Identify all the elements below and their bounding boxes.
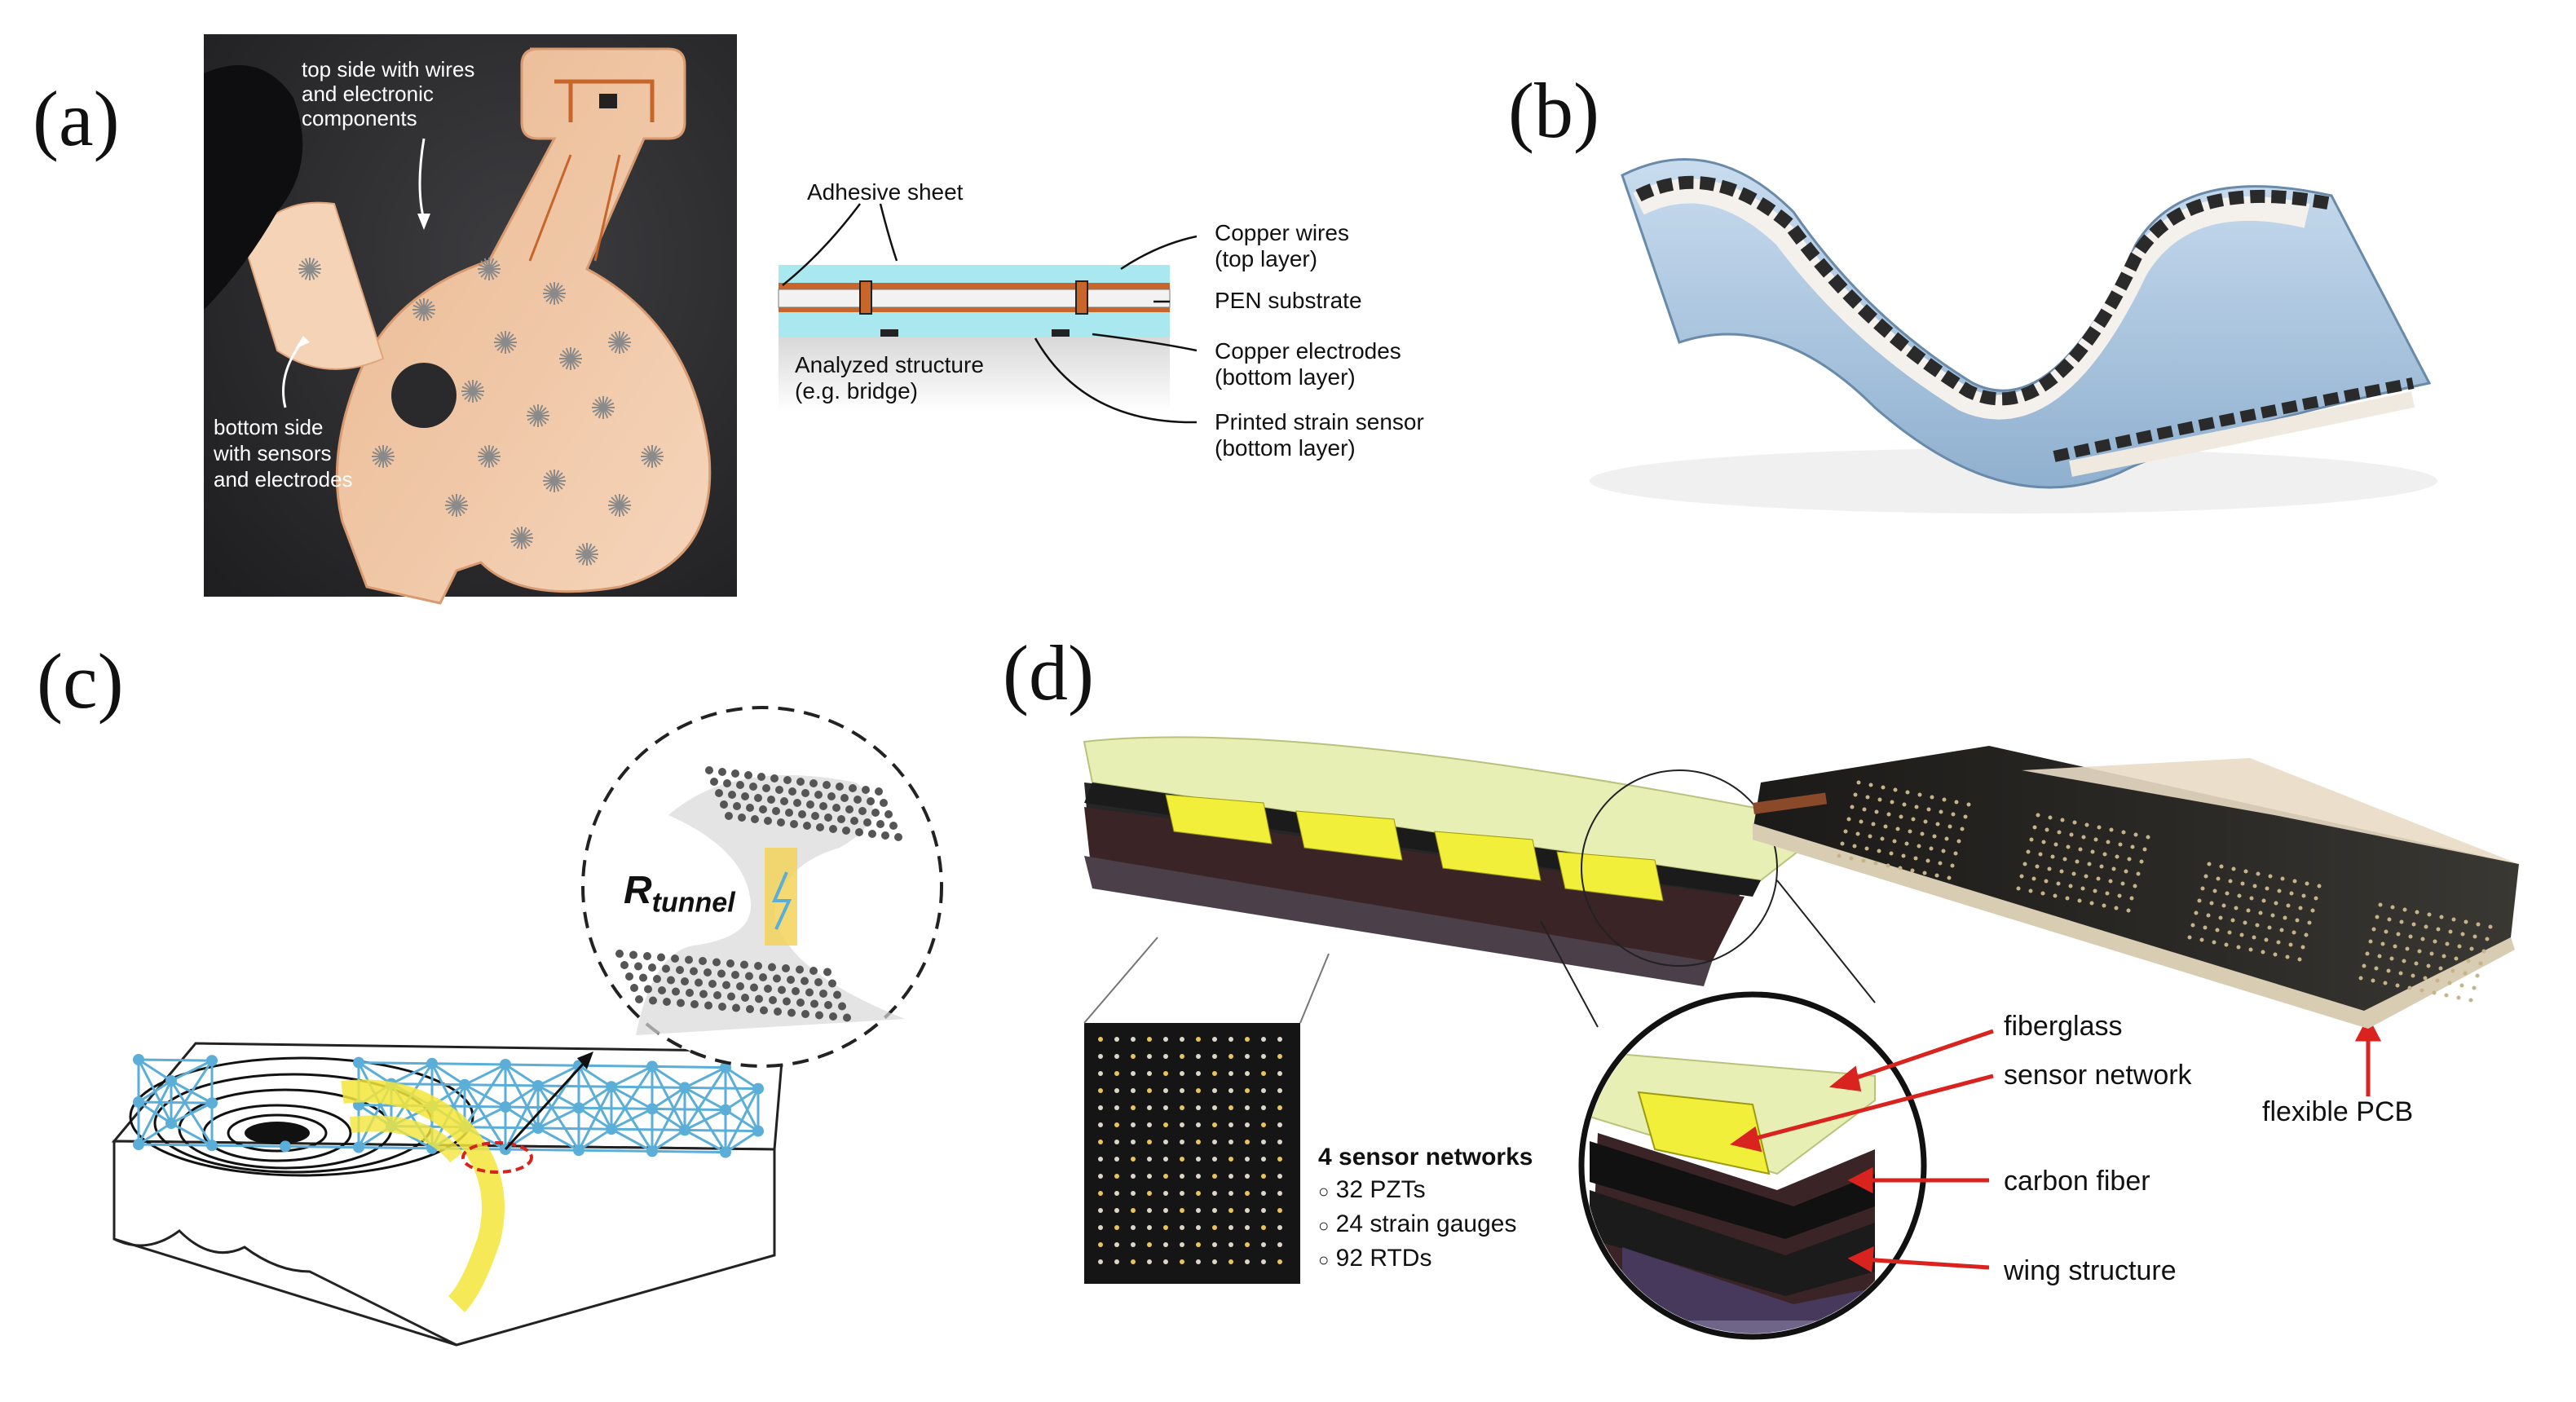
fiber-layer: [1633, 179, 2310, 420]
printed-sensor-label: Printed strain sensor (bottom layer): [1215, 409, 1424, 461]
sensor-dot-grid: [1098, 1037, 1282, 1264]
sensor-chain: [1635, 175, 2333, 406]
network-item-2: ○ 92 RTDs: [1318, 1245, 1432, 1272]
magnifier-small: [1581, 769, 1778, 967]
fiberglass-label: fiberglass: [2004, 1011, 2123, 1042]
adhesive-bottom: [779, 312, 1170, 337]
carbon-fiber-label: carbon fiber: [2004, 1166, 2150, 1197]
panel-c-label: (c): [37, 637, 124, 725]
flexible-pcb-label: flexible PCB: [2262, 1096, 2414, 1127]
bottom-side-label: bottom side with sensors and electrodes: [214, 415, 353, 492]
flexible-foil: [335, 47, 712, 605]
sensor-rosettes: [298, 258, 664, 566]
rosette: [641, 445, 664, 468]
tunnel-gap: [765, 848, 797, 946]
wing-photo: [1753, 746, 2519, 1019]
block-side: [112, 1140, 776, 1347]
conductive-path: [341, 1079, 505, 1312]
panel-a-label: (a): [33, 75, 120, 162]
lower-particle: [615, 950, 851, 1022]
network-item-0: ○ 32 PZTs: [1318, 1176, 1426, 1203]
rosette: [412, 298, 435, 321]
copper-electrodes-label: Copper electrodes (bottom layer): [1215, 338, 1401, 390]
rosette: [298, 258, 321, 280]
wing-structure-label: wing structure: [2004, 1255, 2177, 1286]
rosette: [527, 404, 549, 427]
adhesive-top: [779, 265, 1170, 283]
rosette: [478, 445, 501, 468]
rosette: [445, 494, 468, 517]
rosette: [543, 470, 566, 492]
black-glove: [204, 65, 303, 310]
red-arrows: [1730, 1016, 2382, 1273]
rosette: [461, 380, 484, 403]
copper-bottom-layer: [779, 307, 1170, 312]
analyzed-structure-label: Analyzed structure (e.g. bridge): [795, 352, 984, 403]
sensor-network-label: sensor network: [2004, 1060, 2192, 1091]
sensor-networks-list: 4 sensor networks ○ 32 PZTs ○ 24 strain …: [1318, 1141, 1533, 1276]
copper-top-layer: [779, 283, 1170, 289]
network-item-1: ○ 24 strain gauges: [1318, 1210, 1517, 1237]
rosette: [494, 331, 517, 354]
r-tunnel-label: Rtunnel: [624, 869, 735, 919]
adhesive-sheet-label: Adhesive sheet: [807, 179, 964, 205]
rosette: [478, 258, 501, 280]
network-edges: [137, 1058, 760, 1154]
panel-d-label: (d): [1003, 629, 1094, 716]
analyzed-structure: [779, 337, 1170, 412]
rosette: [608, 494, 631, 517]
outer-skin: [1621, 158, 2432, 489]
wing-sensor-dots: [1837, 780, 2493, 1003]
rosette: [372, 445, 395, 468]
rosette: [608, 331, 631, 354]
sensor-photo: [1084, 1023, 1300, 1284]
stack-sensors: [1165, 794, 1664, 902]
rosette: [543, 282, 566, 305]
highlight-ellipse: [461, 1141, 533, 1174]
foil-hole: [391, 363, 457, 428]
copper-wires-label: Copper wires (top layer): [1215, 220, 1349, 271]
rosette: [510, 527, 533, 549]
pen-substrate-label: PEN substrate: [1215, 288, 1362, 313]
rosette: [576, 543, 598, 566]
top-side-label: top side with wires and electronic compo…: [302, 57, 475, 130]
panel-b-label: (b): [1508, 67, 1599, 154]
rosette: [559, 347, 582, 370]
upper-particle: [705, 766, 902, 841]
rosette: [592, 396, 615, 419]
